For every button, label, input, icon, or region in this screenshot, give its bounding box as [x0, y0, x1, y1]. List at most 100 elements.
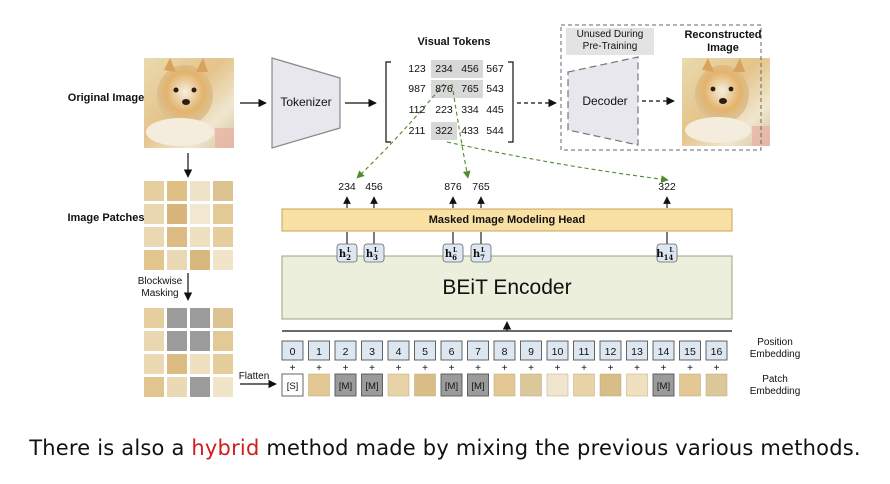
position-embedding-label: Position Embedding — [749, 337, 801, 360]
token-cell: 765 — [461, 83, 479, 95]
decoder-block — [567, 56, 639, 146]
position-box — [281, 340, 304, 361]
position-number: 4 — [396, 346, 402, 358]
tokenizer-label: Tokenizer — [280, 95, 332, 109]
plus-sign: + — [634, 363, 640, 374]
image-patches-label: Image Patches — [67, 212, 145, 224]
masked-patch — [190, 308, 210, 328]
patch-token-box — [493, 373, 516, 397]
image-patch — [144, 308, 164, 328]
masked-patch — [190, 331, 210, 351]
image-patch — [144, 331, 164, 351]
token-cell: 433 — [461, 125, 479, 137]
position-embeddings: 0+1+2+3+4+5+6+7+8+9+10+11+12+13+14+15+16… — [281, 340, 728, 374]
hidden-state-box — [363, 243, 385, 263]
unused-region-box — [560, 24, 762, 151]
token-cell: 987 — [408, 83, 426, 95]
token-highlight-cell — [431, 122, 457, 140]
hidden-state-box — [470, 243, 492, 263]
special-token-label: [S] — [287, 381, 299, 392]
token-cell: 234 — [435, 63, 453, 75]
image-patch — [167, 354, 187, 374]
plus-sign: + — [608, 363, 614, 374]
position-box — [387, 340, 410, 361]
position-number: 13 — [631, 346, 643, 358]
image-patch — [167, 250, 187, 270]
position-box — [334, 340, 357, 361]
mask-token-label: [M] — [471, 381, 484, 392]
image-patch — [167, 227, 187, 247]
position-number: 9 — [528, 346, 534, 358]
image-patch — [190, 227, 210, 247]
caption-before: There is also a — [29, 436, 192, 460]
image-patch — [167, 181, 187, 201]
patch-embedding-label: Patch Embedding — [749, 374, 801, 397]
mask-token-label: [M] — [657, 381, 670, 392]
hidden-state-label: h7L — [473, 247, 486, 262]
image-patch — [144, 181, 164, 201]
position-box — [467, 340, 489, 361]
masked-patch — [190, 377, 210, 397]
token-highlight-cell — [431, 80, 457, 98]
position-box — [414, 340, 436, 361]
position-number: 12 — [605, 346, 617, 358]
token-cell: 334 — [461, 104, 479, 116]
token-cell: 543 — [486, 83, 504, 95]
image-patch — [213, 377, 233, 397]
plus-sign: + — [528, 363, 534, 374]
image-patch — [190, 250, 210, 270]
head-output-arrows — [343, 196, 671, 208]
patch-embeddings: [S][M][M][M][M][M] — [281, 373, 728, 397]
token-cell: 456 — [461, 63, 479, 75]
mim-head-block — [281, 208, 733, 232]
masked-patch — [167, 308, 187, 328]
flatten-label: Flatten — [238, 371, 270, 382]
predicted-token-label: 234 — [338, 181, 356, 193]
token-cell: 322 — [435, 125, 453, 137]
mask-token-box — [334, 373, 357, 397]
mask-token-box — [652, 373, 675, 397]
image-patch — [190, 354, 210, 374]
caption-highlight: hybrid — [191, 436, 260, 460]
image-patch-grid — [144, 181, 233, 270]
masked-patch — [167, 331, 187, 351]
patch-token-box — [387, 373, 410, 397]
image-patch — [144, 377, 164, 397]
encoder-label: BEiT Encoder — [442, 276, 572, 299]
mask-token-box — [467, 373, 489, 397]
prediction-arrow — [451, 83, 471, 179]
mask-token-label: [M] — [339, 381, 352, 392]
patch-token-box — [705, 373, 728, 397]
plus-sign: + — [502, 363, 508, 374]
image-patch — [213, 181, 233, 201]
position-number: 0 — [290, 346, 296, 358]
reconstructed-image — [682, 58, 770, 146]
original-image — [144, 58, 234, 148]
position-box — [546, 340, 569, 361]
patch-token-box — [679, 373, 701, 397]
predicted-token-label: 765 — [472, 181, 490, 193]
hidden-state-box — [442, 243, 464, 263]
caption-after: method made by mixing the previous vario… — [259, 436, 861, 460]
prediction-arrows — [356, 83, 669, 183]
mask-token-label: [M] — [365, 381, 378, 392]
masked-patch-grid — [144, 308, 233, 397]
position-number: 10 — [552, 346, 564, 358]
token-highlight-cell — [431, 60, 457, 78]
token-cell: 445 — [486, 104, 504, 116]
position-number: 6 — [449, 346, 455, 358]
mim-head-label: Masked Image Modeling Head — [428, 214, 586, 226]
position-box — [520, 340, 542, 361]
position-box — [599, 340, 622, 361]
position-number: 15 — [684, 346, 696, 358]
position-number: 2 — [343, 346, 349, 358]
token-cell: 123 — [408, 63, 426, 75]
patch-token-box — [626, 373, 648, 397]
image-patch — [144, 227, 164, 247]
token-cell: 567 — [486, 63, 504, 75]
predicted-token-label: 876 — [444, 181, 462, 193]
unused-label-bg — [566, 28, 654, 55]
image-patch — [167, 377, 187, 397]
plus-sign: + — [396, 363, 402, 374]
